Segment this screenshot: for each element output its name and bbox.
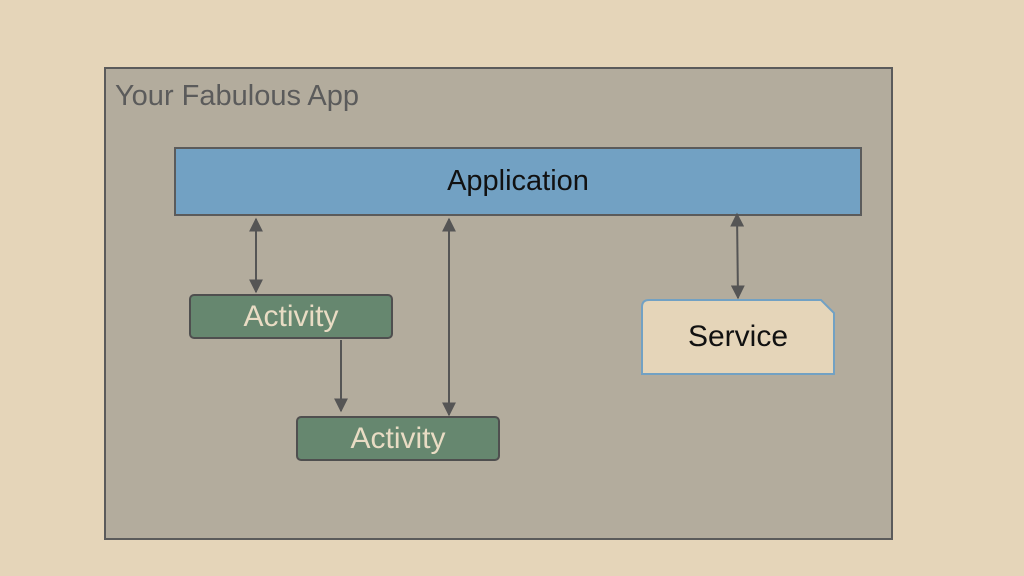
- service-label: Service: [687, 320, 789, 353]
- application-label: Application: [447, 165, 589, 197]
- activity-bottom-label: Activity: [350, 421, 446, 455]
- application-node: Application: [174, 147, 862, 216]
- activity-top-label: Activity: [243, 299, 339, 333]
- activity-node-bottom: Activity: [296, 416, 500, 461]
- app-container-title: Your Fabulous App: [115, 80, 360, 112]
- service-node-label-wrap: Service: [641, 299, 835, 375]
- service-node: [641, 299, 835, 375]
- activity-node-top: Activity: [189, 294, 393, 339]
